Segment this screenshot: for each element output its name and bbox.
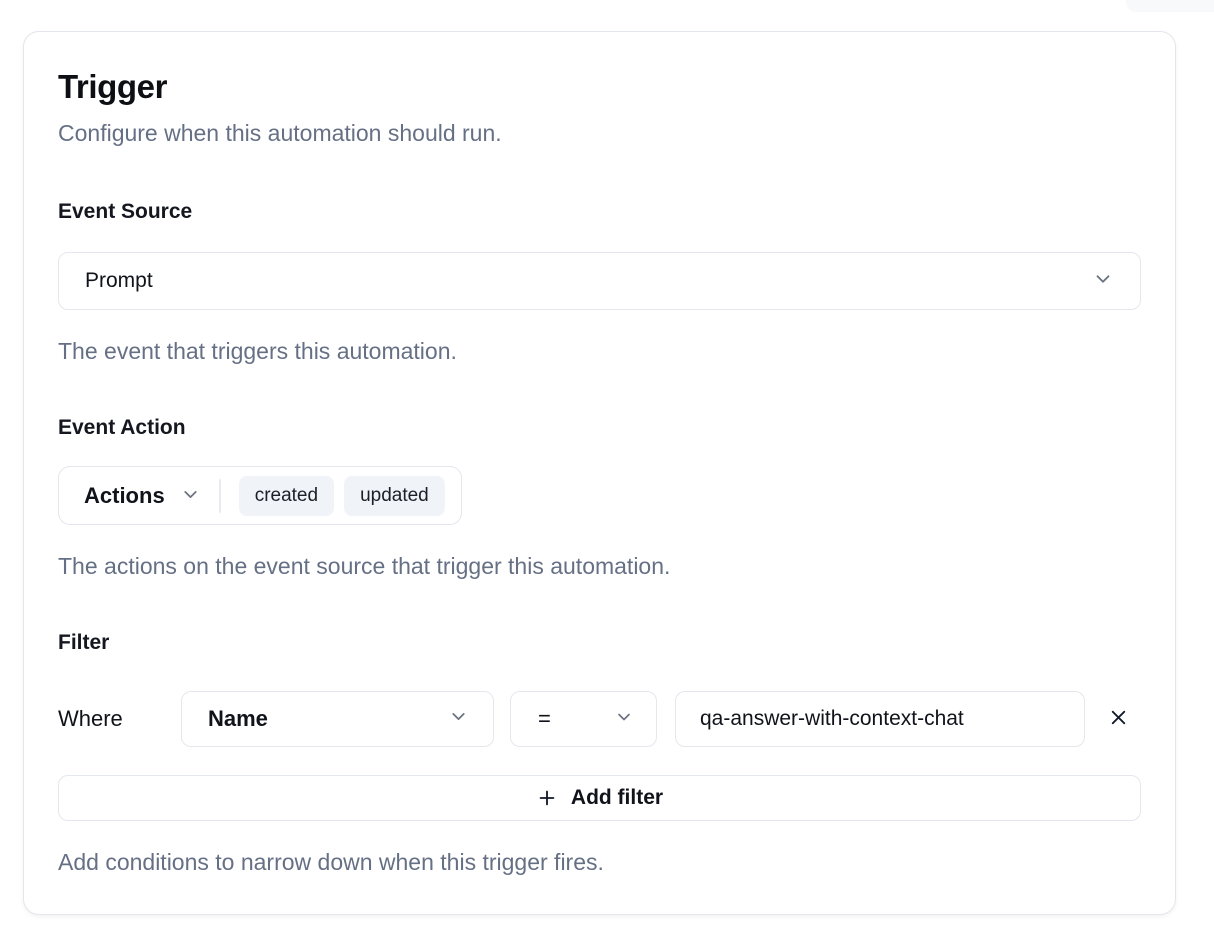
event-source-selected-value: Prompt xyxy=(85,269,153,292)
actions-dropdown-button[interactable]: Actions xyxy=(84,483,201,509)
action-tag-updated[interactable]: updated xyxy=(344,475,445,516)
remove-filter-button[interactable] xyxy=(1095,696,1141,742)
cropped-element-top-right xyxy=(1126,0,1214,12)
plus-icon xyxy=(536,787,558,809)
close-icon xyxy=(1107,706,1130,732)
filter-value-input[interactable] xyxy=(675,691,1085,747)
event-source-helper: The event that triggers this automation. xyxy=(58,338,457,364)
filter-operator-value: = xyxy=(538,706,551,731)
add-filter-button[interactable]: Add filter xyxy=(58,775,1141,821)
chevron-down-icon xyxy=(614,707,634,732)
add-filter-label: Add filter xyxy=(570,786,664,809)
event-action-label: Event Action xyxy=(58,416,186,439)
filter-label: Filter xyxy=(58,631,110,654)
page-subtitle: Configure when this automation should ru… xyxy=(58,120,502,146)
event-source-label: Event Source xyxy=(58,200,193,223)
filter-row: Where Name = xyxy=(58,691,1141,747)
chevron-down-icon xyxy=(1092,268,1114,295)
chevron-down-icon xyxy=(180,484,201,508)
filter-field-select[interactable]: Name xyxy=(181,691,494,747)
action-tag-created[interactable]: created xyxy=(238,475,335,516)
filter-helper: Add conditions to narrow down when this … xyxy=(58,849,604,875)
event-source-select[interactable]: Prompt xyxy=(58,252,1141,310)
trigger-card: Trigger Configure when this automation s… xyxy=(23,31,1176,915)
event-action-control: Actions created updated xyxy=(58,466,462,525)
vertical-divider xyxy=(218,478,221,513)
filter-field-value: Name xyxy=(208,706,268,731)
actions-dropdown-label: Actions xyxy=(84,482,165,508)
event-action-helper: The actions on the event source that tri… xyxy=(58,553,671,579)
filter-operator-select[interactable]: = xyxy=(510,691,657,747)
chevron-down-icon xyxy=(448,706,469,732)
filter-where-label: Where xyxy=(58,706,123,731)
page-title: Trigger xyxy=(58,68,168,105)
